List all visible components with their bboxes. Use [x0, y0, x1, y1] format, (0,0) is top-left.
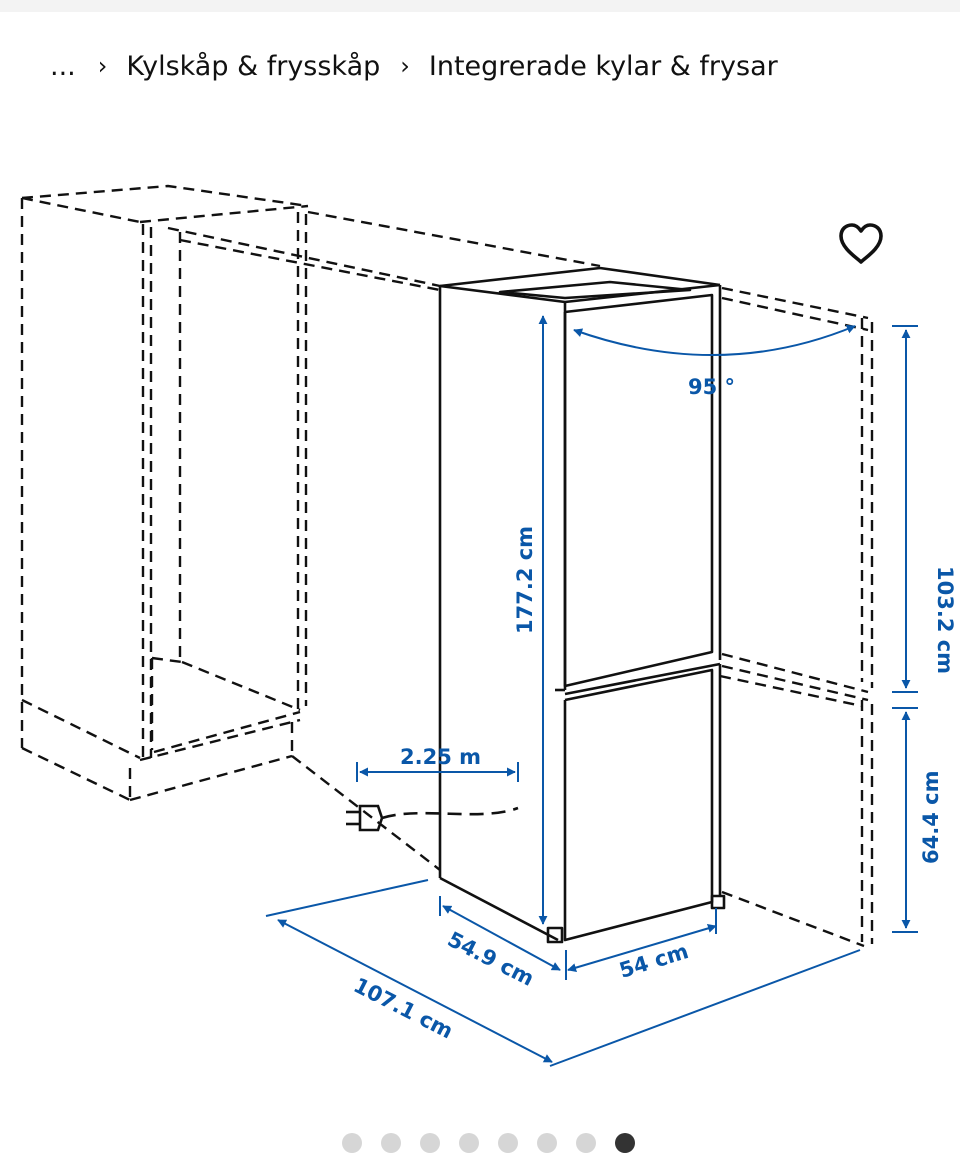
breadcrumb-item-integrated[interactable]: Integrerade kylar & frysar — [428, 50, 778, 82]
cabinet-outline — [20, 184, 601, 871]
right-cabinet-outline — [719, 286, 874, 948]
dimension-lines — [265, 315, 918, 1067]
favorite-button[interactable] — [834, 219, 888, 269]
total-height-label: 177.2 cm — [513, 526, 537, 634]
fridge-body — [438, 266, 726, 944]
depth-label: 54.9 cm — [444, 927, 538, 991]
carousel-dot[interactable] — [419, 1133, 440, 1153]
carousel-dot[interactable] — [536, 1133, 557, 1153]
carousel-dot[interactable] — [497, 1133, 518, 1153]
image-carousel-dots — [0, 1133, 960, 1157]
top-strip — [0, 0, 960, 12]
cord-length-label: 2.25 m — [400, 745, 481, 769]
carousel-dot[interactable] — [341, 1133, 362, 1153]
carousel-dot[interactable] — [458, 1133, 479, 1153]
carousel-dot[interactable] — [575, 1133, 596, 1153]
breadcrumb-item-fridges-freezers[interactable]: Kylskåp & frysskåp — [126, 50, 381, 82]
lower-height-label: 64.4 cm — [919, 771, 943, 864]
open-depth-label: 107.1 cm — [350, 973, 457, 1043]
carousel-dot[interactable] — [380, 1133, 401, 1153]
breadcrumb: ... › Kylskåp & frysskåp › Integrerade k… — [50, 44, 778, 88]
door-angle-label: 95 ° — [688, 375, 735, 399]
carousel-dot[interactable] — [614, 1133, 635, 1153]
heart-outline-icon — [839, 223, 883, 264]
chevron-right-icon: › — [97, 52, 108, 80]
chevron-right-icon: › — [400, 52, 410, 80]
breadcrumb-ellipsis[interactable]: ... — [50, 50, 76, 82]
width-label: 54 cm — [616, 939, 691, 983]
power-cord-icon — [346, 804, 519, 832]
upper-height-label: 103.2 cm — [933, 566, 957, 674]
